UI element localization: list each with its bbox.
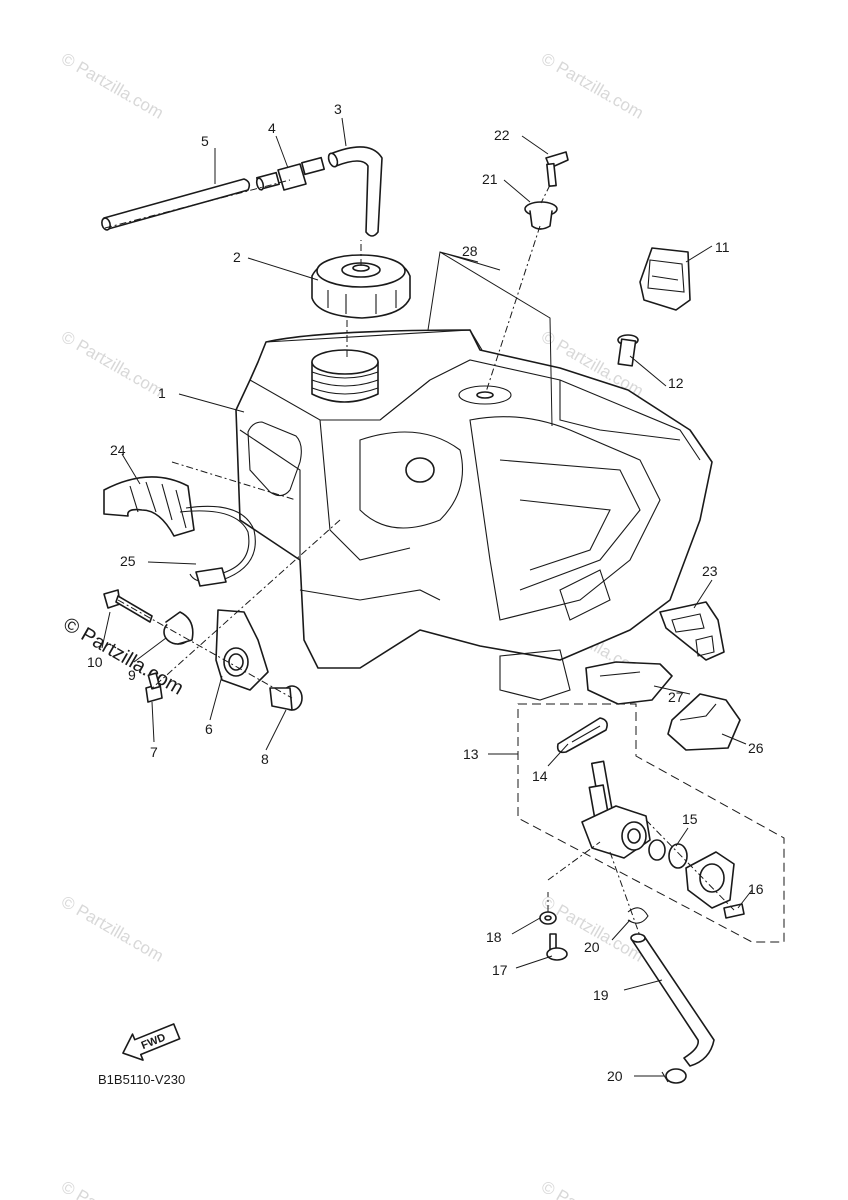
callout-23: 23: [702, 563, 718, 579]
callout-2: 2: [233, 249, 241, 265]
breather-hose-part: [101, 178, 251, 231]
plate-27-part: [585, 661, 673, 705]
bracket-23-part: [659, 601, 725, 661]
fuel-cock-group-13-box: [517, 703, 785, 943]
callout-15: 15: [682, 811, 698, 827]
watermark: © Partzilla.com: [58, 327, 167, 401]
callout-10: 10: [87, 654, 103, 670]
callout-24: 24: [110, 442, 126, 458]
callout-3: 3: [334, 101, 342, 117]
watermark: © Partzilla.com: [58, 49, 167, 123]
callout-27: 27: [668, 689, 684, 705]
lever-16-part: [685, 851, 745, 919]
clamp-20-lower-part: [661, 1068, 687, 1084]
fuel-tank-part: [235, 329, 713, 701]
callout-28: 28: [462, 243, 478, 259]
collar-8-part: [269, 685, 303, 711]
callouts: 5 4 3 2 1 22 21 28 11 12 24 25 10 9 7 6 …: [87, 101, 764, 1084]
watermark: © Partzilla.com: [538, 49, 647, 123]
tank-pad-24-part: [103, 476, 195, 537]
bracket-6-part: [215, 609, 269, 691]
callout-18: 18: [486, 929, 502, 945]
callout-13: 13: [463, 746, 479, 762]
fuel-cock-13-part: [581, 760, 651, 859]
callout-19: 19: [593, 987, 609, 1003]
fuel-hose-19-part: [630, 933, 715, 1067]
callout-20-upper: 20: [584, 939, 600, 955]
callout-21: 21: [482, 171, 498, 187]
tank-band-25-part: [179, 505, 256, 587]
callout-9: 9: [128, 667, 136, 683]
watermark: © Partzilla.com: [58, 1177, 167, 1200]
clamp-20-upper-part: [627, 907, 649, 924]
callout-26: 26: [748, 740, 764, 756]
bolt-12-part: [617, 334, 639, 367]
callout-1: 1: [158, 385, 166, 401]
callout-7: 7: [150, 744, 158, 760]
bent-hose-part: [327, 146, 383, 237]
washer-18-part: [539, 911, 557, 925]
fwd-arrow-icon: FWD: [122, 1023, 181, 1061]
callout-11: 11: [715, 239, 730, 255]
watermark: © Partzilla.com: [58, 892, 167, 966]
breather-valve-part: [255, 156, 326, 191]
diagram-code: B1B5110-V230: [98, 1072, 185, 1087]
callout-8: 8: [261, 751, 269, 767]
callout-6: 6: [205, 721, 213, 737]
callout-5: 5: [201, 133, 209, 149]
callout-14: 14: [532, 768, 548, 784]
leader-lines: [101, 117, 753, 1077]
filter-14-part: [556, 717, 608, 754]
bolt-22-part: [545, 151, 569, 188]
callout-12: 12: [668, 375, 684, 391]
callout-20-lower: 20: [607, 1068, 623, 1084]
assembly-lines: [104, 179, 735, 937]
watermark: © Partzilla.com: [538, 1177, 647, 1200]
damper-26-part: [667, 693, 741, 751]
bolt-7-part: [145, 672, 163, 703]
callout-25: 25: [120, 553, 136, 569]
collar-21-part: [524, 201, 558, 230]
callout-22: 22: [494, 127, 510, 143]
screw-17-part: [546, 933, 568, 961]
callout-4: 4: [268, 120, 276, 136]
clip-11-part: [639, 247, 691, 311]
callout-16: 16: [748, 881, 764, 897]
oring-15-part: [648, 839, 688, 869]
fuel-cap-part: [311, 254, 411, 319]
callout-17: 17: [492, 962, 508, 978]
